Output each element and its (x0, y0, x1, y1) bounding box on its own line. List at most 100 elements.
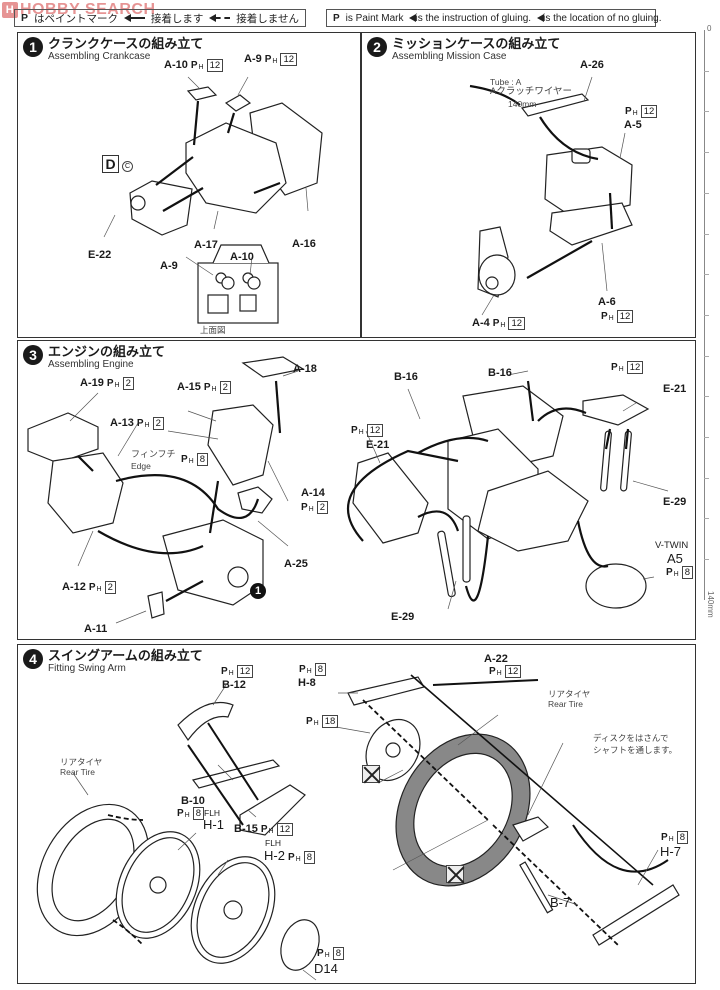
no-glue-arrow-icon (209, 14, 231, 22)
step-title-en: Fitting Swing Arm (48, 663, 126, 674)
step-title-jp: エンジンの組み立て (48, 344, 166, 359)
legend-paint-text: はペイントマーク (34, 12, 119, 25)
step-header: 4 スイングアームの組み立て Fitting Swing Arm (23, 648, 203, 674)
paint-mark-icon: P (333, 12, 340, 24)
tube-label: Tube : A (490, 77, 522, 87)
part-label-a25: A-25 (284, 558, 308, 570)
top-view-caption: 上面図 (200, 325, 226, 335)
legend-noglue-text: is the location of no gluing. (543, 12, 662, 24)
top-view-label-a10: A-10 (230, 251, 254, 263)
glue-arrow-icon (124, 14, 145, 22)
wire-length-label: 140mm (508, 99, 537, 109)
part-a15-cylinder (207, 404, 274, 486)
ruler-tick (704, 111, 709, 113)
ruler-tick (704, 477, 709, 479)
part-label-h7: H-7 (660, 844, 681, 859)
swing-arm-diagram (36, 674, 680, 981)
step-header: 2 ミッションケースの組み立て Assembling Mission Case (367, 36, 560, 62)
step-3-panel: 3 エンジンの組み立て Assembling Engine (17, 340, 696, 640)
part-b10-shape (191, 759, 281, 789)
step-number-badge: 1 (23, 37, 43, 57)
part-a9-shape (224, 94, 252, 112)
ruler-tick (704, 152, 709, 154)
paint-mark-icon: P (21, 12, 29, 24)
part-label-a5: A-5 (624, 119, 642, 131)
chrome-c-mark-icon: C (122, 161, 133, 172)
disc-note-line2: シャフトを通します。 (593, 745, 678, 755)
part-e22-shape (129, 180, 193, 236)
ruler-tick (704, 70, 709, 72)
part-a12-cylinder (47, 452, 124, 534)
no-glue-icon (446, 865, 464, 883)
rear-tire-right-en: Rear Tire (548, 699, 583, 709)
brake-caliper (512, 816, 549, 842)
part-label-d14: D14 (314, 961, 338, 976)
mission-case-diagram (469, 76, 633, 316)
step-4-panel: 4 スイングアームの組み立て Fitting Swing Arm (17, 644, 696, 984)
legend-noglue-text: 接着しません (236, 12, 299, 25)
engine-crankcase (477, 470, 589, 552)
part-label-b12: B-12 (222, 679, 246, 691)
part-d14-disc (280, 919, 320, 971)
flh-label-h2: FLH (265, 838, 282, 848)
part-label-a22: A-22 (484, 653, 508, 665)
part-b12-shape (177, 701, 234, 742)
part-h8-shape (347, 676, 425, 706)
rear-tire-left-jp: リアタイヤ (60, 757, 103, 767)
step-1-panel: 1 クランクケースの組み立て Assembling Crankcase (17, 32, 361, 338)
engine-diagram (27, 356, 669, 624)
ruler-tick (704, 274, 709, 276)
legend-paint-text: is Paint Mark (345, 12, 404, 24)
part-a10-shape (186, 86, 218, 101)
part-e21-left-shape (352, 452, 429, 544)
step-2-panel: 2 ミッションケースの組み立て Assembling Mission Case … (361, 32, 696, 338)
step-title-en: Assembling Crankcase (48, 51, 151, 62)
ruler-tick (704, 437, 709, 438)
step-title-en: Assembling Mission Case (392, 51, 507, 62)
part-label-a6: A-6 (598, 296, 616, 308)
part-b15-shape (239, 784, 306, 836)
part-a18-shape (241, 356, 305, 378)
step-title-jp: スイングアームの組み立て (48, 648, 203, 663)
part-label-a18: A-18 (293, 363, 317, 375)
top-view-label-a9: A-9 (160, 260, 178, 272)
part-label-a5: A5 (667, 551, 683, 566)
part-label-b7: B-7 (550, 895, 571, 910)
step-number-badge: 2 (367, 37, 387, 57)
part-label-e21-left: E-21 (366, 439, 390, 451)
part-label-e29-right: E-29 (663, 496, 687, 508)
part-label-h1: H-1 (203, 817, 224, 832)
part-b7-shaft (519, 861, 554, 914)
step-title-jp: クランクケースの組み立て (48, 36, 204, 51)
top-view-head (212, 244, 270, 264)
ruler-tick (704, 396, 709, 398)
step-number-badge: 3 (23, 345, 43, 365)
part-a26-shape (520, 93, 590, 117)
part-a4-flange (478, 254, 516, 296)
step-title-jp: ミッションケースの組み立て (392, 36, 561, 51)
no-glue-icon (362, 765, 380, 783)
part-label-a16: A-16 (292, 238, 316, 250)
fin-edge-label-en: Edge (131, 461, 151, 471)
part-a25-shape (237, 486, 273, 514)
part-e29-left-a (437, 530, 456, 598)
step-title-en: Assembling Engine (48, 359, 134, 370)
part-label-b16-left: B-16 (394, 371, 418, 383)
ruler-tick (704, 233, 709, 235)
step-1-reference-badge: 1 (250, 583, 266, 599)
